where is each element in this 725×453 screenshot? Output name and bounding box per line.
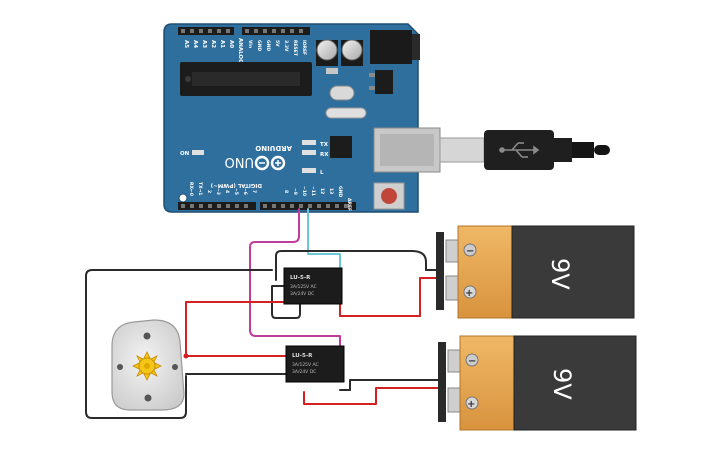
digital-label: DIGITAL (PWM~) (210, 182, 262, 188)
battery-clip (436, 232, 444, 310)
digital-pin-label: ~10 (301, 186, 307, 196)
on-led-label: ON (180, 151, 190, 157)
wire-magenta[interactable] (249, 208, 341, 348)
reset-button[interactable] (373, 182, 405, 210)
capacitor-pair (316, 39, 363, 66)
analog-pin-label: A5 (183, 40, 189, 48)
digital-pin-label: RX←0 (188, 182, 194, 196)
rx-led-label: RX (320, 152, 329, 158)
wire-black[interactable] (275, 250, 441, 281)
battery-voltage-label: 9V (546, 258, 574, 290)
digital-pin-label: 7 (251, 190, 257, 193)
usb-chip (330, 136, 352, 158)
analog-in-label: ANALOG IN (237, 38, 243, 73)
digital-header (178, 202, 356, 210)
l-led (302, 168, 316, 173)
arduino-uno-board[interactable]: A5 A4 A3 A2 A1 A0 ANALOG IN Vin GND GND … (163, 23, 441, 213)
tx-led-label: TX (320, 142, 329, 148)
digital-pin-label: 13 (328, 188, 334, 194)
digital-pin-label: ~9 (292, 188, 298, 195)
model-label: UNO (225, 154, 254, 169)
crystal-oscillator (329, 85, 355, 101)
dc-barrel-jack (370, 30, 420, 64)
wire-endpoint (183, 353, 189, 359)
digital-pin-label: 12 (319, 188, 325, 194)
crystal (325, 107, 367, 119)
l-led-label: L (320, 170, 324, 176)
usb-icon (499, 142, 540, 158)
relay-rating: 3A/24V DC (292, 369, 316, 375)
digital-pin-label: ~11 (310, 186, 316, 196)
motor-screw (144, 394, 152, 402)
relay-model: LU-5-R (292, 353, 313, 359)
analog-pin-label: A3 (201, 40, 207, 48)
wire-red[interactable] (185, 301, 287, 357)
relay-1[interactable]: LU-5-R 3A/125V AC 3A/24V DC (283, 267, 343, 305)
battery-voltage-label: 9V (548, 368, 576, 400)
analog-pin-label: A4 (192, 40, 198, 48)
relay-model: LU-5-R (290, 275, 311, 281)
wire-black[interactable] (339, 379, 443, 391)
on-led (192, 150, 204, 155)
wire-black[interactable] (271, 285, 301, 319)
battery-9v-2[interactable]: − + 9V (438, 335, 637, 431)
voltage-regulator (369, 70, 393, 94)
relay-rating: 3A/24V DC (290, 291, 314, 297)
battery-positive-label: + (467, 399, 475, 410)
motor-shaft-gear-icon (132, 351, 162, 381)
power-pin-label: 3.3V (283, 40, 289, 52)
digital-pin-label: 4 (224, 190, 230, 193)
battery-negative-label: − (466, 246, 474, 257)
analog-power-header (178, 27, 310, 35)
wire-red[interactable] (303, 387, 443, 405)
digital-pin-label: ~5 (233, 188, 239, 195)
digital-pin-label: ~3 (215, 188, 221, 195)
tx-led (302, 140, 316, 145)
analog-pin-label: A1 (219, 40, 225, 48)
relay-2[interactable]: LU-5-R 3A/125V AC 3A/24V DC (285, 345, 345, 383)
resistor (326, 68, 338, 74)
power-pin-label: 5V (274, 40, 280, 47)
battery-clip (438, 342, 446, 422)
digital-pin-label: ~6 (242, 188, 248, 195)
power-pin-label: RESET (292, 40, 298, 57)
digital-pin-label: TX→1 (197, 182, 203, 195)
wire-cyan[interactable] (307, 208, 341, 271)
wire-red[interactable] (339, 277, 441, 317)
relay-rating: 3A/125V AC (292, 362, 319, 368)
digital-pin-label: GND (337, 186, 343, 197)
battery-9v-1[interactable]: − + 9V (436, 225, 635, 319)
motor-screw (172, 364, 178, 370)
wire-black[interactable] (85, 275, 187, 419)
power-pin-label: GND (256, 40, 262, 51)
usb-cable[interactable] (439, 130, 610, 170)
motor-screw (143, 332, 151, 340)
power-pin-label: Vin (247, 40, 253, 48)
power-pin-label: IOREF (301, 40, 307, 55)
power-pin-label: GND (265, 40, 271, 51)
analog-pin-label: A2 (210, 40, 216, 48)
digital-pin-label: AREF (346, 198, 352, 211)
battery-negative-label: − (468, 356, 476, 367)
motor-screw (117, 364, 123, 370)
atmega-chip (180, 62, 312, 96)
digital-pin-label: 2 (206, 190, 212, 193)
digital-pin-label: 8 (283, 190, 289, 193)
battery-positive-label: + (465, 288, 473, 299)
wire-black[interactable] (85, 269, 273, 277)
rx-led (302, 150, 316, 155)
arduino-logo (254, 155, 286, 171)
brand-label: ARDUINO (255, 144, 292, 152)
dc-motor[interactable] (111, 319, 185, 411)
relay-rating: 3A/125V AC (290, 284, 317, 290)
analog-pin-label: A0 (228, 40, 234, 48)
